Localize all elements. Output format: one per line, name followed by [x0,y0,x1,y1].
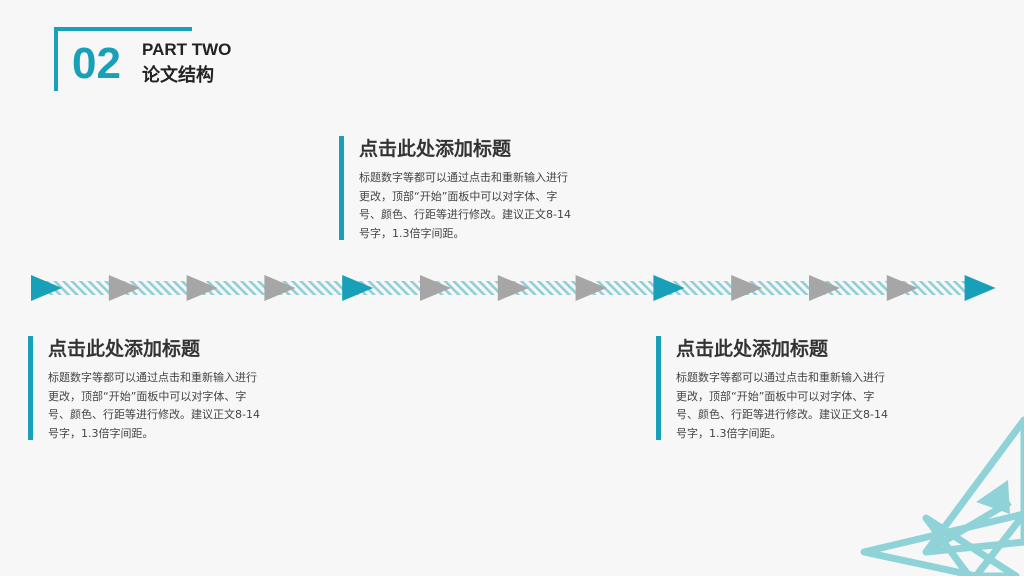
timeline-arrow-1 [31,275,62,301]
block-body[interactable]: 标题数字等都可以通过点击和重新输入进行更改，顶部“开始”面板中可以对字体、字号、… [48,371,260,440]
block-body[interactable]: 标题数字等都可以通过点击和重新输入进行更改，顶部“开始”面板中可以对字体、字号、… [359,171,571,240]
timeline-arrow-7 [497,275,529,301]
timeline-arrow-5 [342,275,374,301]
accent-bar [339,136,344,240]
timeline-arrow-9 [653,275,685,301]
accent-bar [656,336,661,440]
timeline-arrow-6 [420,275,451,301]
section-title: 论文结构 [142,65,214,86]
header-frame [54,27,192,91]
block-heading[interactable]: 点击此处添加标题 [676,338,829,360]
timeline-arrow-8 [575,275,607,301]
timeline-arrow-11 [809,275,840,301]
accent-bar [28,336,33,440]
block-body[interactable]: 标题数字等都可以通过点击和重新输入进行更改，顶部“开始”面板中可以对字体、字号、… [676,371,888,440]
timeline [31,275,996,301]
timeline-arrow-3 [186,275,218,301]
paper-plane-decoration [860,416,1024,576]
paper-plane-fold [924,498,1012,556]
section-number: 02 [72,39,121,88]
timeline-arrow-13 [964,275,996,301]
timeline-arrow-12 [886,275,918,301]
timeline-arrow-10 [731,275,763,301]
block-heading[interactable]: 点击此处添加标题 [359,138,512,160]
block-heading[interactable]: 点击此处添加标题 [48,338,201,360]
part-label: PART TWO [142,40,232,59]
timeline-arrow-4 [264,275,296,301]
paper-plane-tip [976,480,1010,514]
timeline-arrow-2 [108,275,140,301]
paper-plane-small [922,514,1020,576]
